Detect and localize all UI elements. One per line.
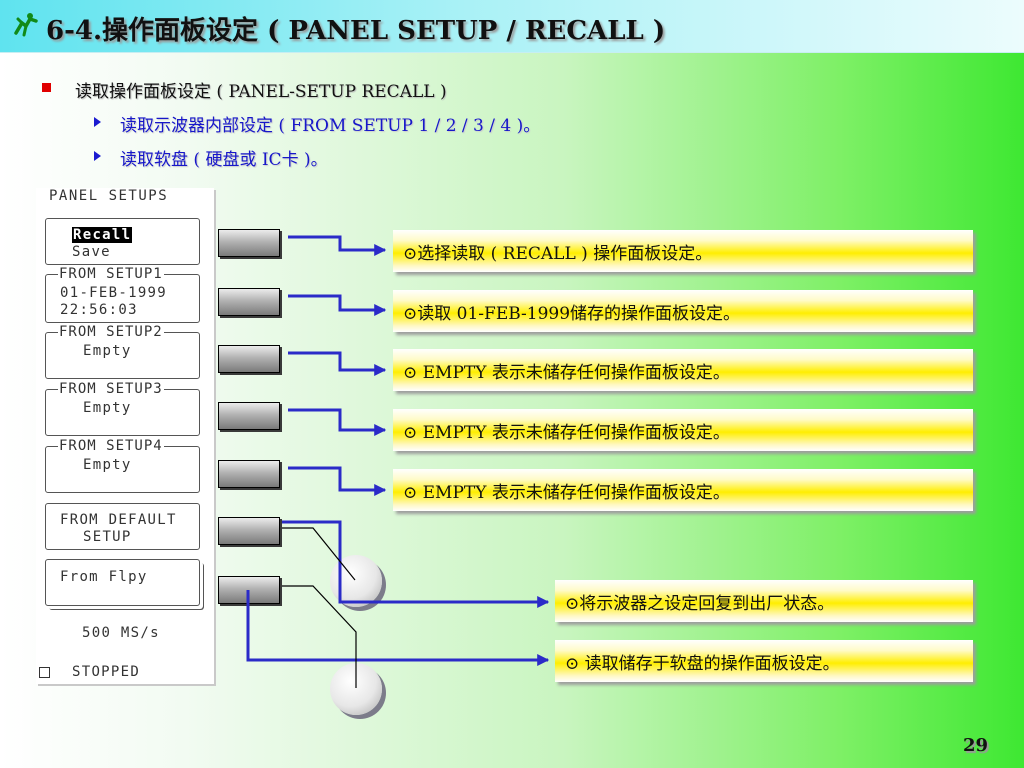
setup1-legend: FROM SETUP1	[58, 265, 164, 283]
runner-icon	[14, 13, 38, 37]
callout-default: ⊙将示波器之设定回复到出厂状态。	[555, 580, 973, 622]
softkey-7[interactable]	[218, 576, 280, 604]
save-option[interactable]: Save	[72, 244, 111, 260]
setup3-status: Empty	[83, 400, 132, 416]
sub-bullet-text: 读取软盘 ( 硬盘或 IC卡 )。	[120, 150, 328, 170]
callout-recall: ⊙选择读取 ( RECALL ) 操作面板设定。	[393, 230, 973, 272]
setup2-slot[interactable]: FROM SETUP2 Empty	[45, 323, 200, 379]
softkey-2[interactable]	[218, 288, 280, 316]
setup3-legend: FROM SETUP3	[58, 380, 164, 398]
panel-setups-header: PANEL SETUPS	[49, 188, 169, 204]
setup2-status: Empty	[83, 343, 132, 359]
setup3-slot[interactable]: FROM SETUP3 Empty	[45, 380, 200, 436]
oscilloscope-screen: PANEL SETUPS Recall Save FROM SETUP1 01-…	[36, 188, 214, 684]
knob-1[interactable]	[330, 555, 382, 607]
connector-line	[288, 235, 387, 256]
acquisition-status: STOPPED	[72, 664, 141, 680]
bullet-square-icon	[42, 83, 51, 92]
softkey-4[interactable]	[218, 402, 280, 430]
setup1-date: 01-FEB-1999	[60, 285, 168, 301]
status-checkbox	[39, 667, 50, 678]
softkey-5[interactable]	[218, 460, 280, 488]
setup4-status: Empty	[83, 457, 132, 473]
callout-floppy: ⊙ 读取储存于软盘的操作面板设定。	[555, 640, 973, 682]
recall-option[interactable]: Recall	[72, 227, 133, 243]
callout-setup1: ⊙读取 01-FEB-1999储存的操作面板设定。	[393, 290, 973, 332]
setup4-slot[interactable]: FROM SETUP4 Empty	[45, 437, 200, 493]
connector-line	[282, 520, 550, 608]
page-title: 6-4.操作面板设定 ( PANEL SETUP / RECALL )	[46, 16, 666, 46]
connector-line	[288, 294, 387, 316]
softkey-3[interactable]	[218, 345, 280, 373]
softkey-6[interactable]	[218, 517, 280, 545]
callout-setup2: ⊙ EMPTY 表示未储存任何操作面板设定。	[393, 349, 973, 391]
setup4-legend: FROM SETUP4	[58, 437, 164, 455]
sub-bullet-arrow-icon	[94, 151, 101, 161]
sample-rate-readout: 500 MS/s	[82, 625, 160, 641]
from-floppy-slot[interactable]: From Flpy	[45, 559, 200, 606]
callout-setup3: ⊙ EMPTY 表示未储存任何操作面板设定。	[393, 409, 973, 451]
recall-save-menu[interactable]: Recall Save	[45, 218, 200, 265]
main-bullet-text: 读取操作面板设定 ( PANEL-SETUP RECALL )	[75, 82, 447, 102]
callout-setup4: ⊙ EMPTY 表示未储存任何操作面板设定。	[393, 469, 973, 511]
title-bar: 6-4.操作面板设定 ( PANEL SETUP / RECALL )	[0, 0, 1024, 53]
sub-bullet-text: 读取示波器内部设定 ( FROM SETUP 1 / 2 / 3 / 4 )。	[120, 116, 541, 136]
from-floppy-label: From Flpy	[60, 569, 148, 585]
softkey-1[interactable]	[218, 229, 280, 257]
setup1-time: 22:56:03	[60, 302, 138, 318]
default-line1: FROM DEFAULT	[60, 512, 177, 528]
connector-line	[288, 351, 387, 376]
connector-line	[288, 466, 387, 496]
default-line2: SETUP	[83, 529, 132, 545]
connector-line	[246, 590, 550, 666]
setup1-slot[interactable]: FROM SETUP1 01-FEB-1999 22:56:03	[45, 265, 200, 323]
page-number: 29	[962, 735, 988, 756]
setup2-legend: FROM SETUP2	[58, 323, 164, 341]
default-setup-slot[interactable]: FROM DEFAULT SETUP	[45, 503, 200, 550]
sub-bullet-arrow-icon	[94, 117, 101, 127]
knob-2[interactable]	[330, 663, 382, 715]
connector-line	[288, 408, 387, 436]
